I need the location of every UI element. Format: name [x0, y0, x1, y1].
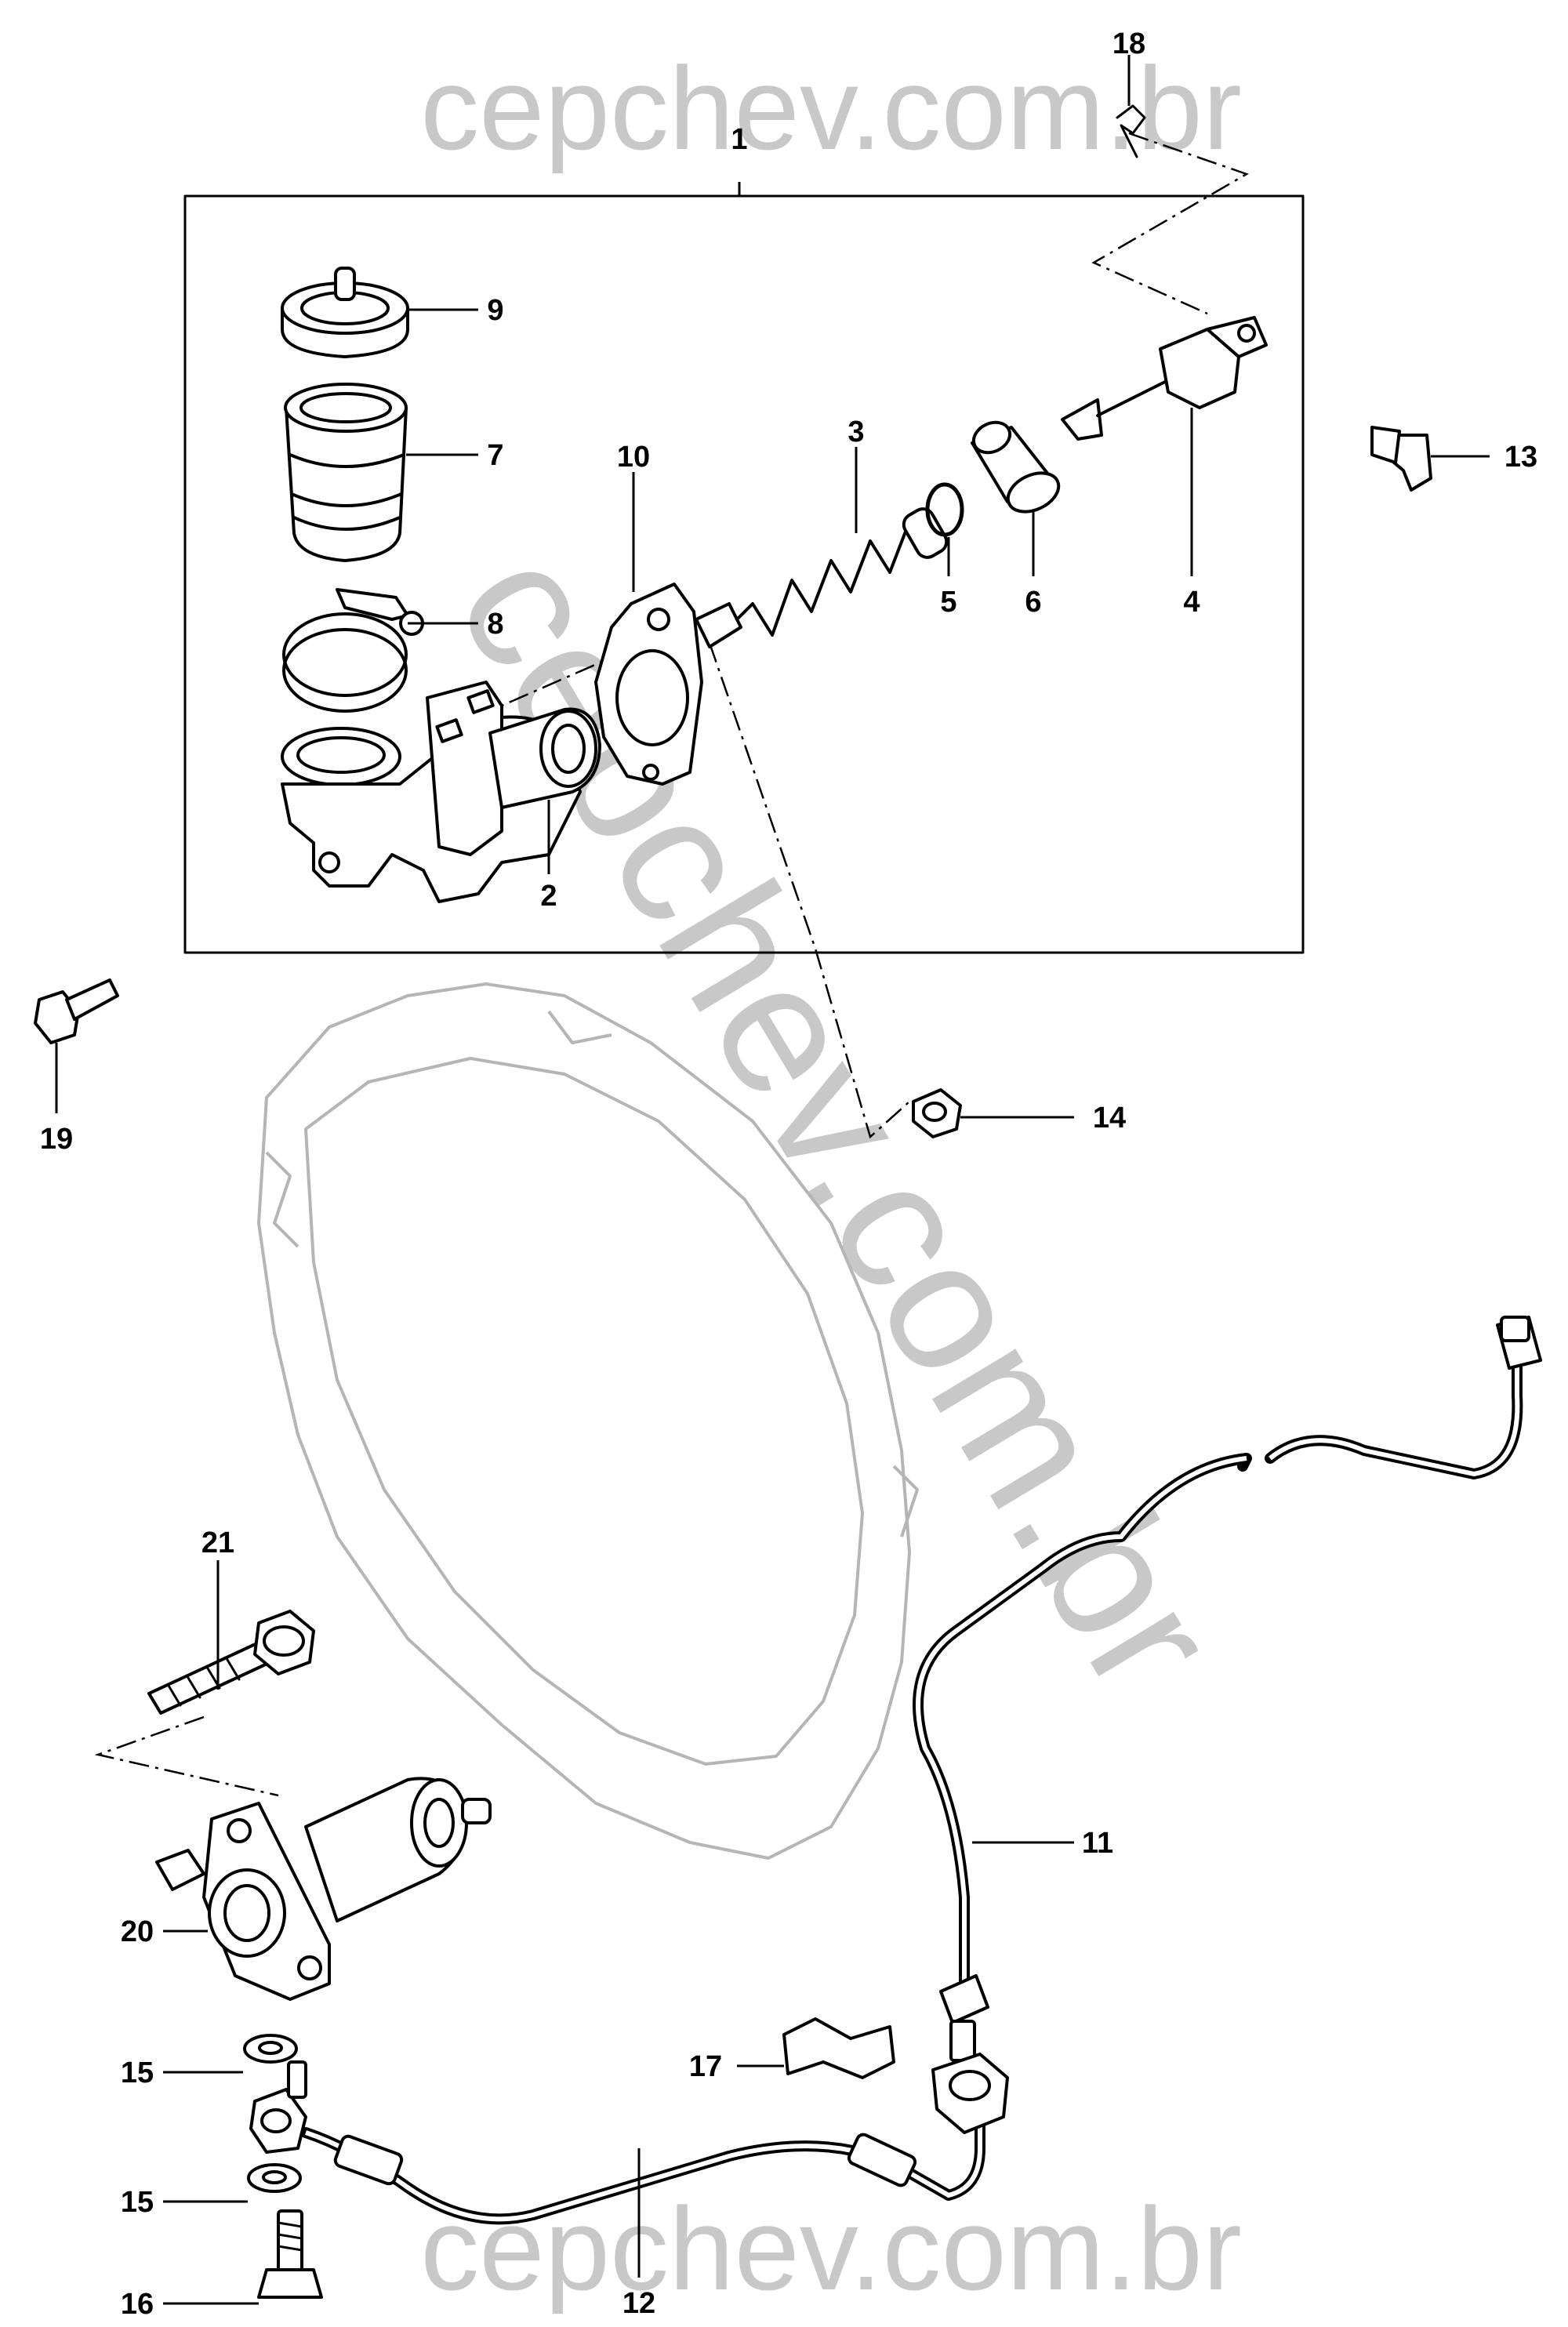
union-bolt: [257, 2209, 323, 2299]
callout-12: 12: [622, 2287, 655, 2320]
return-spring: [695, 507, 949, 648]
snap-ring: [925, 482, 964, 537]
callout-labels: 1 18 9 7 8 10 3 5 6 4 13 2 19 14 11 21 2…: [40, 27, 1537, 2321]
callout-2: 2: [540, 880, 557, 913]
callout-7: 7: [487, 439, 503, 472]
callout-15-lower: 15: [121, 2186, 154, 2219]
callout-9: 9: [487, 294, 503, 327]
master-cylinder-body: [281, 681, 601, 903]
watermark-top: cepchev.com.br: [420, 42, 1242, 174]
callout-16: 16: [121, 2288, 154, 2321]
callout-5: 5: [940, 586, 956, 619]
callout-15-upper: 15: [121, 2057, 154, 2089]
callout-10: 10: [617, 441, 650, 474]
transmission-housing-outline: [257, 982, 919, 1860]
assembly-box: [183, 194, 1305, 954]
callout-4: 4: [1183, 586, 1200, 619]
callout-21: 21: [201, 1527, 234, 1559]
slave-cylinder: [155, 1777, 492, 2001]
watermark-diagonal: cepchev.com.br: [419, 515, 1258, 1724]
callout-20: 20: [121, 1915, 154, 1948]
leader-lines: [55, 55, 1490, 2305]
mounting-bolt-19: [34, 978, 119, 1044]
hose-retainer-clip: [782, 2017, 895, 2079]
hose-clamp: [282, 588, 424, 713]
retaining-clip: [1116, 104, 1146, 158]
alignment-line-10-14: [708, 642, 910, 1139]
callout-6: 6: [1025, 586, 1041, 619]
flexible-hose: [249, 2053, 1009, 2225]
callout-18: 18: [1112, 27, 1145, 60]
flange-nut: [912, 1088, 962, 1138]
watermark-bottom: cepchev.com.br: [420, 2183, 1242, 2314]
push-rod: [1061, 316, 1268, 441]
callout-13: 13: [1504, 441, 1537, 474]
long-bolt-21: [147, 1610, 315, 1715]
flange-gasket: [594, 583, 703, 786]
piston-sleeve: [971, 420, 1061, 514]
alignment-line-18-4: [1091, 132, 1249, 315]
fluid-reservoir: [284, 383, 408, 562]
callout-11: 11: [1082, 1827, 1113, 1860]
callout-3: 3: [848, 416, 864, 448]
alignment-line-10-2: [501, 649, 628, 707]
alignment-line-21-20: [94, 1715, 279, 1797]
callout-19: 19: [40, 1123, 73, 1156]
pedal-stopper: [1370, 426, 1432, 492]
callout-1: 1: [731, 123, 747, 156]
callout-14: 14: [1093, 1102, 1126, 1134]
sealing-washer-lower: [247, 2163, 302, 2193]
callout-17: 17: [689, 2050, 722, 2083]
callout-8: 8: [487, 608, 503, 641]
reservoir-cap: [281, 267, 409, 358]
hydraulic-pipe: [913, 1316, 1542, 2062]
sealing-washer-upper: [243, 2034, 298, 2064]
